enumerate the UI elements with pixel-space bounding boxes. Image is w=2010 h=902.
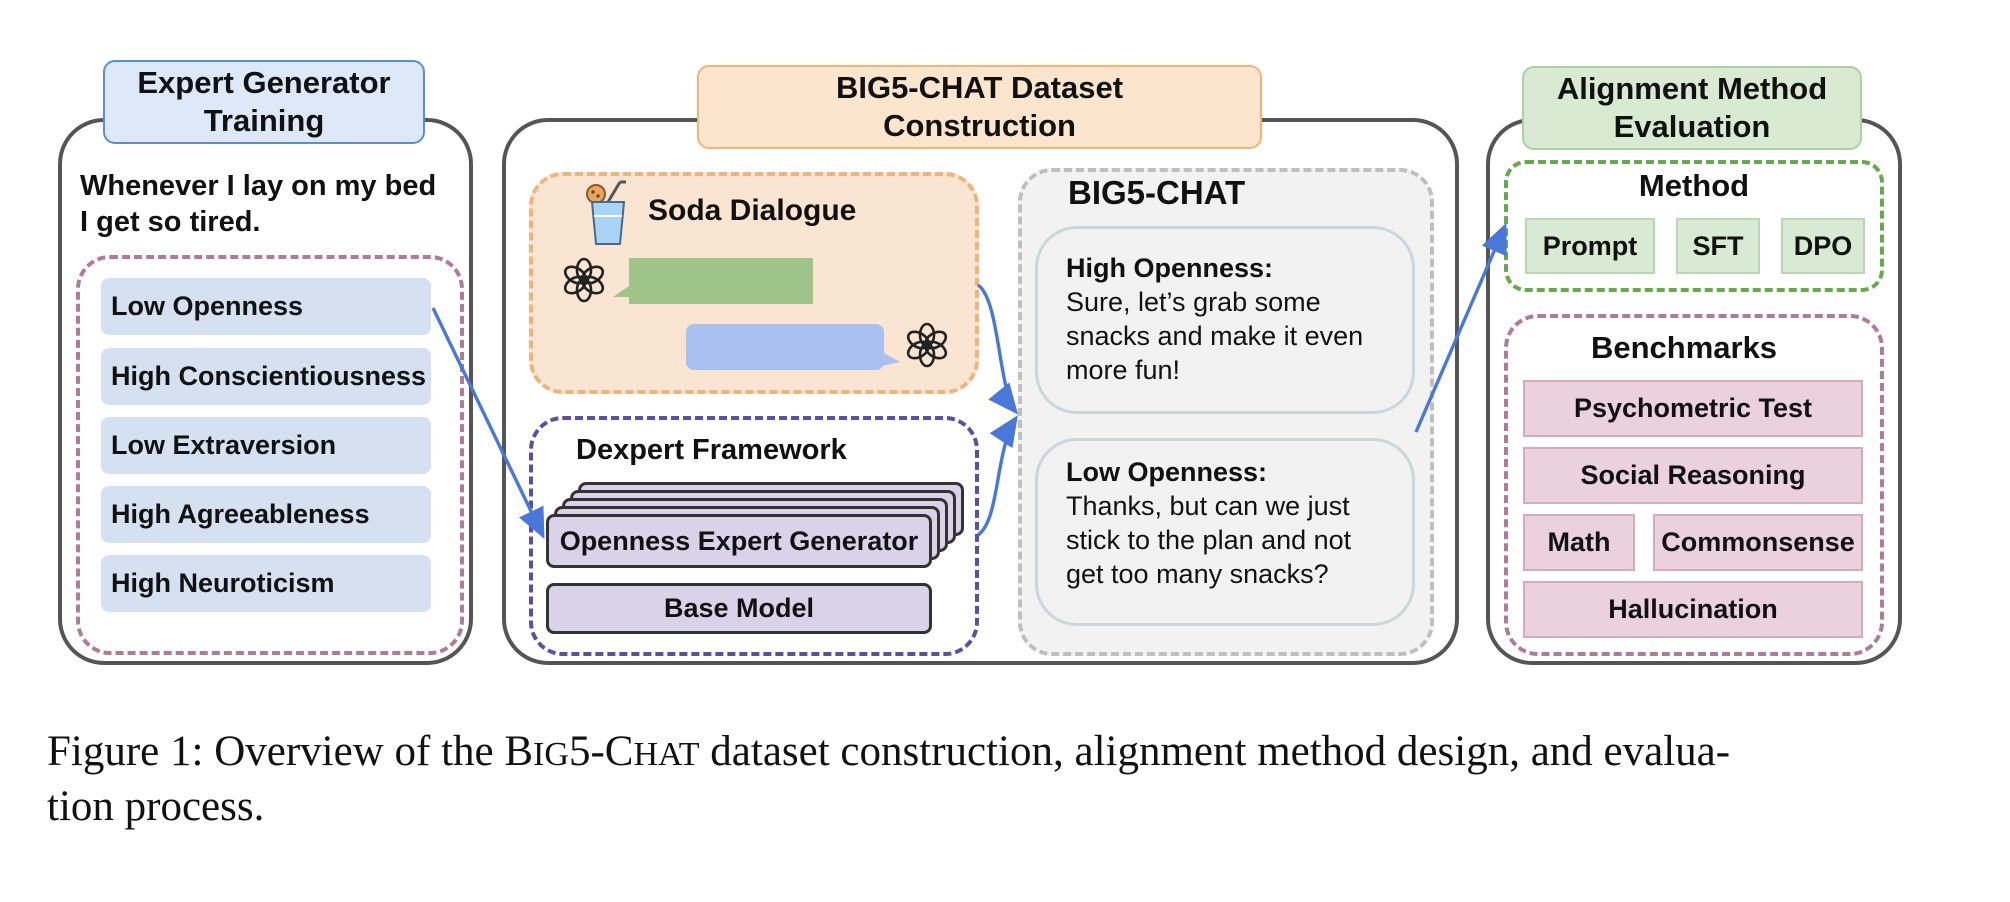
method-prompt: Prompt [1525, 218, 1655, 274]
trait-item: Low Openness [101, 278, 431, 335]
figure-caption: Figure 1: Overview of the BIG5-CHAT data… [47, 726, 1977, 833]
openness-expert-generator: Openness Expert Generator [546, 514, 932, 568]
prompt-text: Whenever I lay on my bed I get so tired. [80, 170, 437, 238]
chatgpt-logo-icon [561, 257, 607, 303]
arrow-soda-to-big5 [976, 283, 1019, 415]
low-openness-label: Low Openness: [1066, 457, 1268, 487]
traits-group [76, 255, 464, 655]
base-model: Base Model [546, 583, 932, 634]
chat-bubble-blue [686, 322, 900, 372]
trait-item: High Neuroticism [101, 555, 431, 612]
benchmarks-title: Benchmarks [1590, 330, 1778, 365]
method-sft: SFT [1676, 218, 1760, 274]
benchmark-social-reasoning: Social Reasoning [1523, 447, 1863, 504]
low-openness-text: Thanks, but can we just stick to the pla… [1066, 491, 1352, 589]
big5-chat-title: BIG5-CHAT [1068, 174, 1246, 211]
low-openness-card: Low Openness: Thanks, but can we just st… [1035, 438, 1415, 626]
arrow-expert-to-big5 [976, 415, 1018, 537]
benchmarks-group [1504, 314, 1884, 656]
dexpert-framework-title-text: Dexpert Framework [576, 434, 847, 466]
chatgpt-logo-icon [904, 322, 950, 368]
method-title: Method [1638, 168, 1750, 203]
benchmark-hallucination: Hallucination [1523, 581, 1863, 638]
trait-item: High Agreeableness [101, 486, 431, 543]
chat-bubble-green [613, 256, 813, 306]
caption-line-1: Figure 1: Overview of the BIG5-CHAT data… [47, 728, 1731, 775]
soda-dialogue-title: Soda Dialogue [648, 194, 857, 227]
arrow-trait-to-expert [431, 307, 545, 540]
alignment-evaluation-title: Alignment Method Evaluation [1522, 66, 1862, 150]
benchmark-commonsense: Commonsense [1653, 514, 1863, 571]
benchmark-psychometric-test: Psychometric Test [1523, 380, 1863, 437]
high-openness-card: High Openness: Sure, let’s grab some sna… [1035, 226, 1415, 414]
caption-line-2: tion process. [47, 783, 265, 830]
trait-item: Low Extraversion [101, 417, 431, 474]
trait-item: High Conscientiousness [101, 348, 431, 405]
dataset-construction-title: BIG5-CHAT Dataset Construction [697, 65, 1262, 149]
expert-generator-title: Expert Generator Training [103, 60, 425, 144]
arrow-big5-to-method [1414, 222, 1507, 433]
high-openness-label: High Openness: [1066, 253, 1274, 283]
benchmark-math: Math [1523, 514, 1635, 571]
soda-drink-icon [586, 180, 630, 246]
method-dpo: DPO [1781, 218, 1865, 274]
high-openness-text: Sure, let’s grab some snacks and make it… [1066, 287, 1364, 385]
